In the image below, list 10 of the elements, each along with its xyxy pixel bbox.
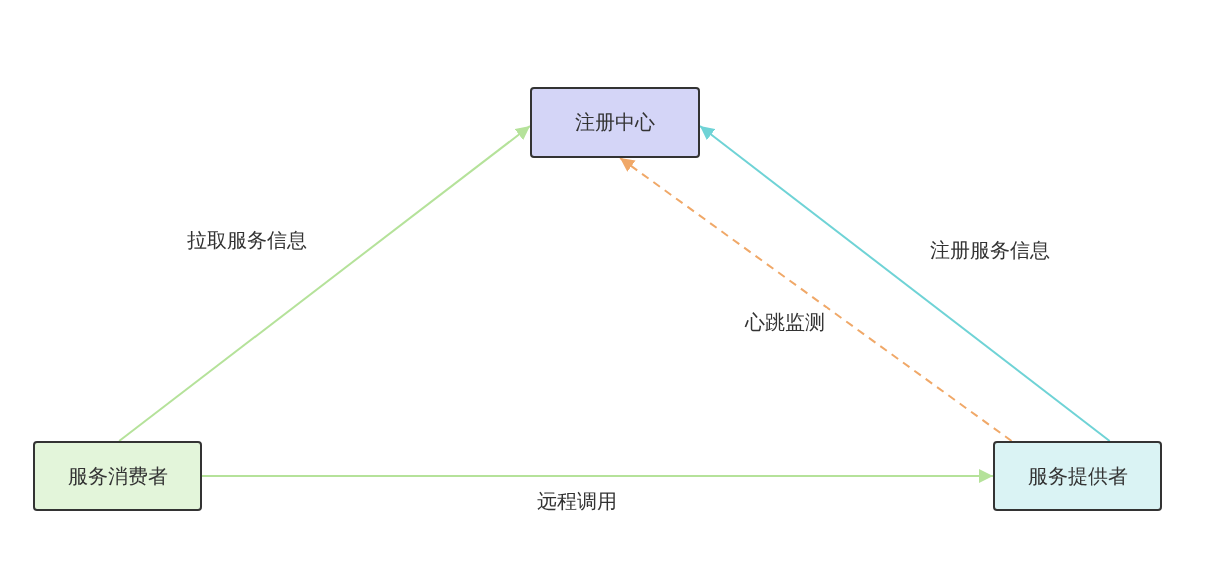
node-label: 服务提供者 [1027, 462, 1128, 490]
arrow [619, 157, 1013, 442]
node-label: 服务消费者 [67, 462, 168, 490]
node-label: 注册中心 [575, 109, 655, 136]
arrow [118, 125, 531, 442]
process-box [33, 441, 202, 511]
arrow [201, 469, 994, 483]
arrow [699, 125, 1111, 442]
process-box [993, 441, 1162, 511]
process-box [530, 87, 700, 158]
